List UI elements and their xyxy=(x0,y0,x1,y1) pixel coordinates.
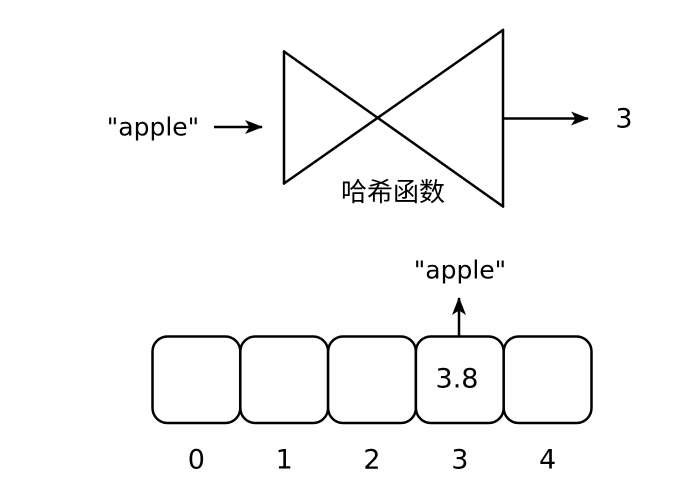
bowtie-diagonal-down xyxy=(282,50,505,208)
bucket-key-label: "apple" xyxy=(414,256,506,285)
hash-input-label: "apple" xyxy=(107,113,199,142)
bucket-index-0: 0 xyxy=(188,445,205,476)
bucket-cell-1 xyxy=(239,335,330,425)
bucket-indices: 0 1 2 3 4 xyxy=(188,445,556,476)
hash-function-label: 哈希函数 xyxy=(341,178,445,208)
bucket-cell-0 xyxy=(151,335,242,425)
bucket-cell-2 xyxy=(326,335,418,425)
hash-output-label: 3 xyxy=(615,104,632,135)
bucket-index-2: 2 xyxy=(363,445,380,476)
bucket-cell-4 xyxy=(502,335,593,425)
hash-function-shape xyxy=(282,28,505,208)
bucket-index-3: 3 xyxy=(451,445,468,476)
bucket-cells: 3.8 xyxy=(151,335,593,425)
bucket-index-1: 1 xyxy=(276,445,293,476)
bucket-index-4: 4 xyxy=(539,445,556,476)
bucket-value-3: 3.8 xyxy=(436,364,479,395)
bowtie-diagonal-up xyxy=(282,28,505,185)
